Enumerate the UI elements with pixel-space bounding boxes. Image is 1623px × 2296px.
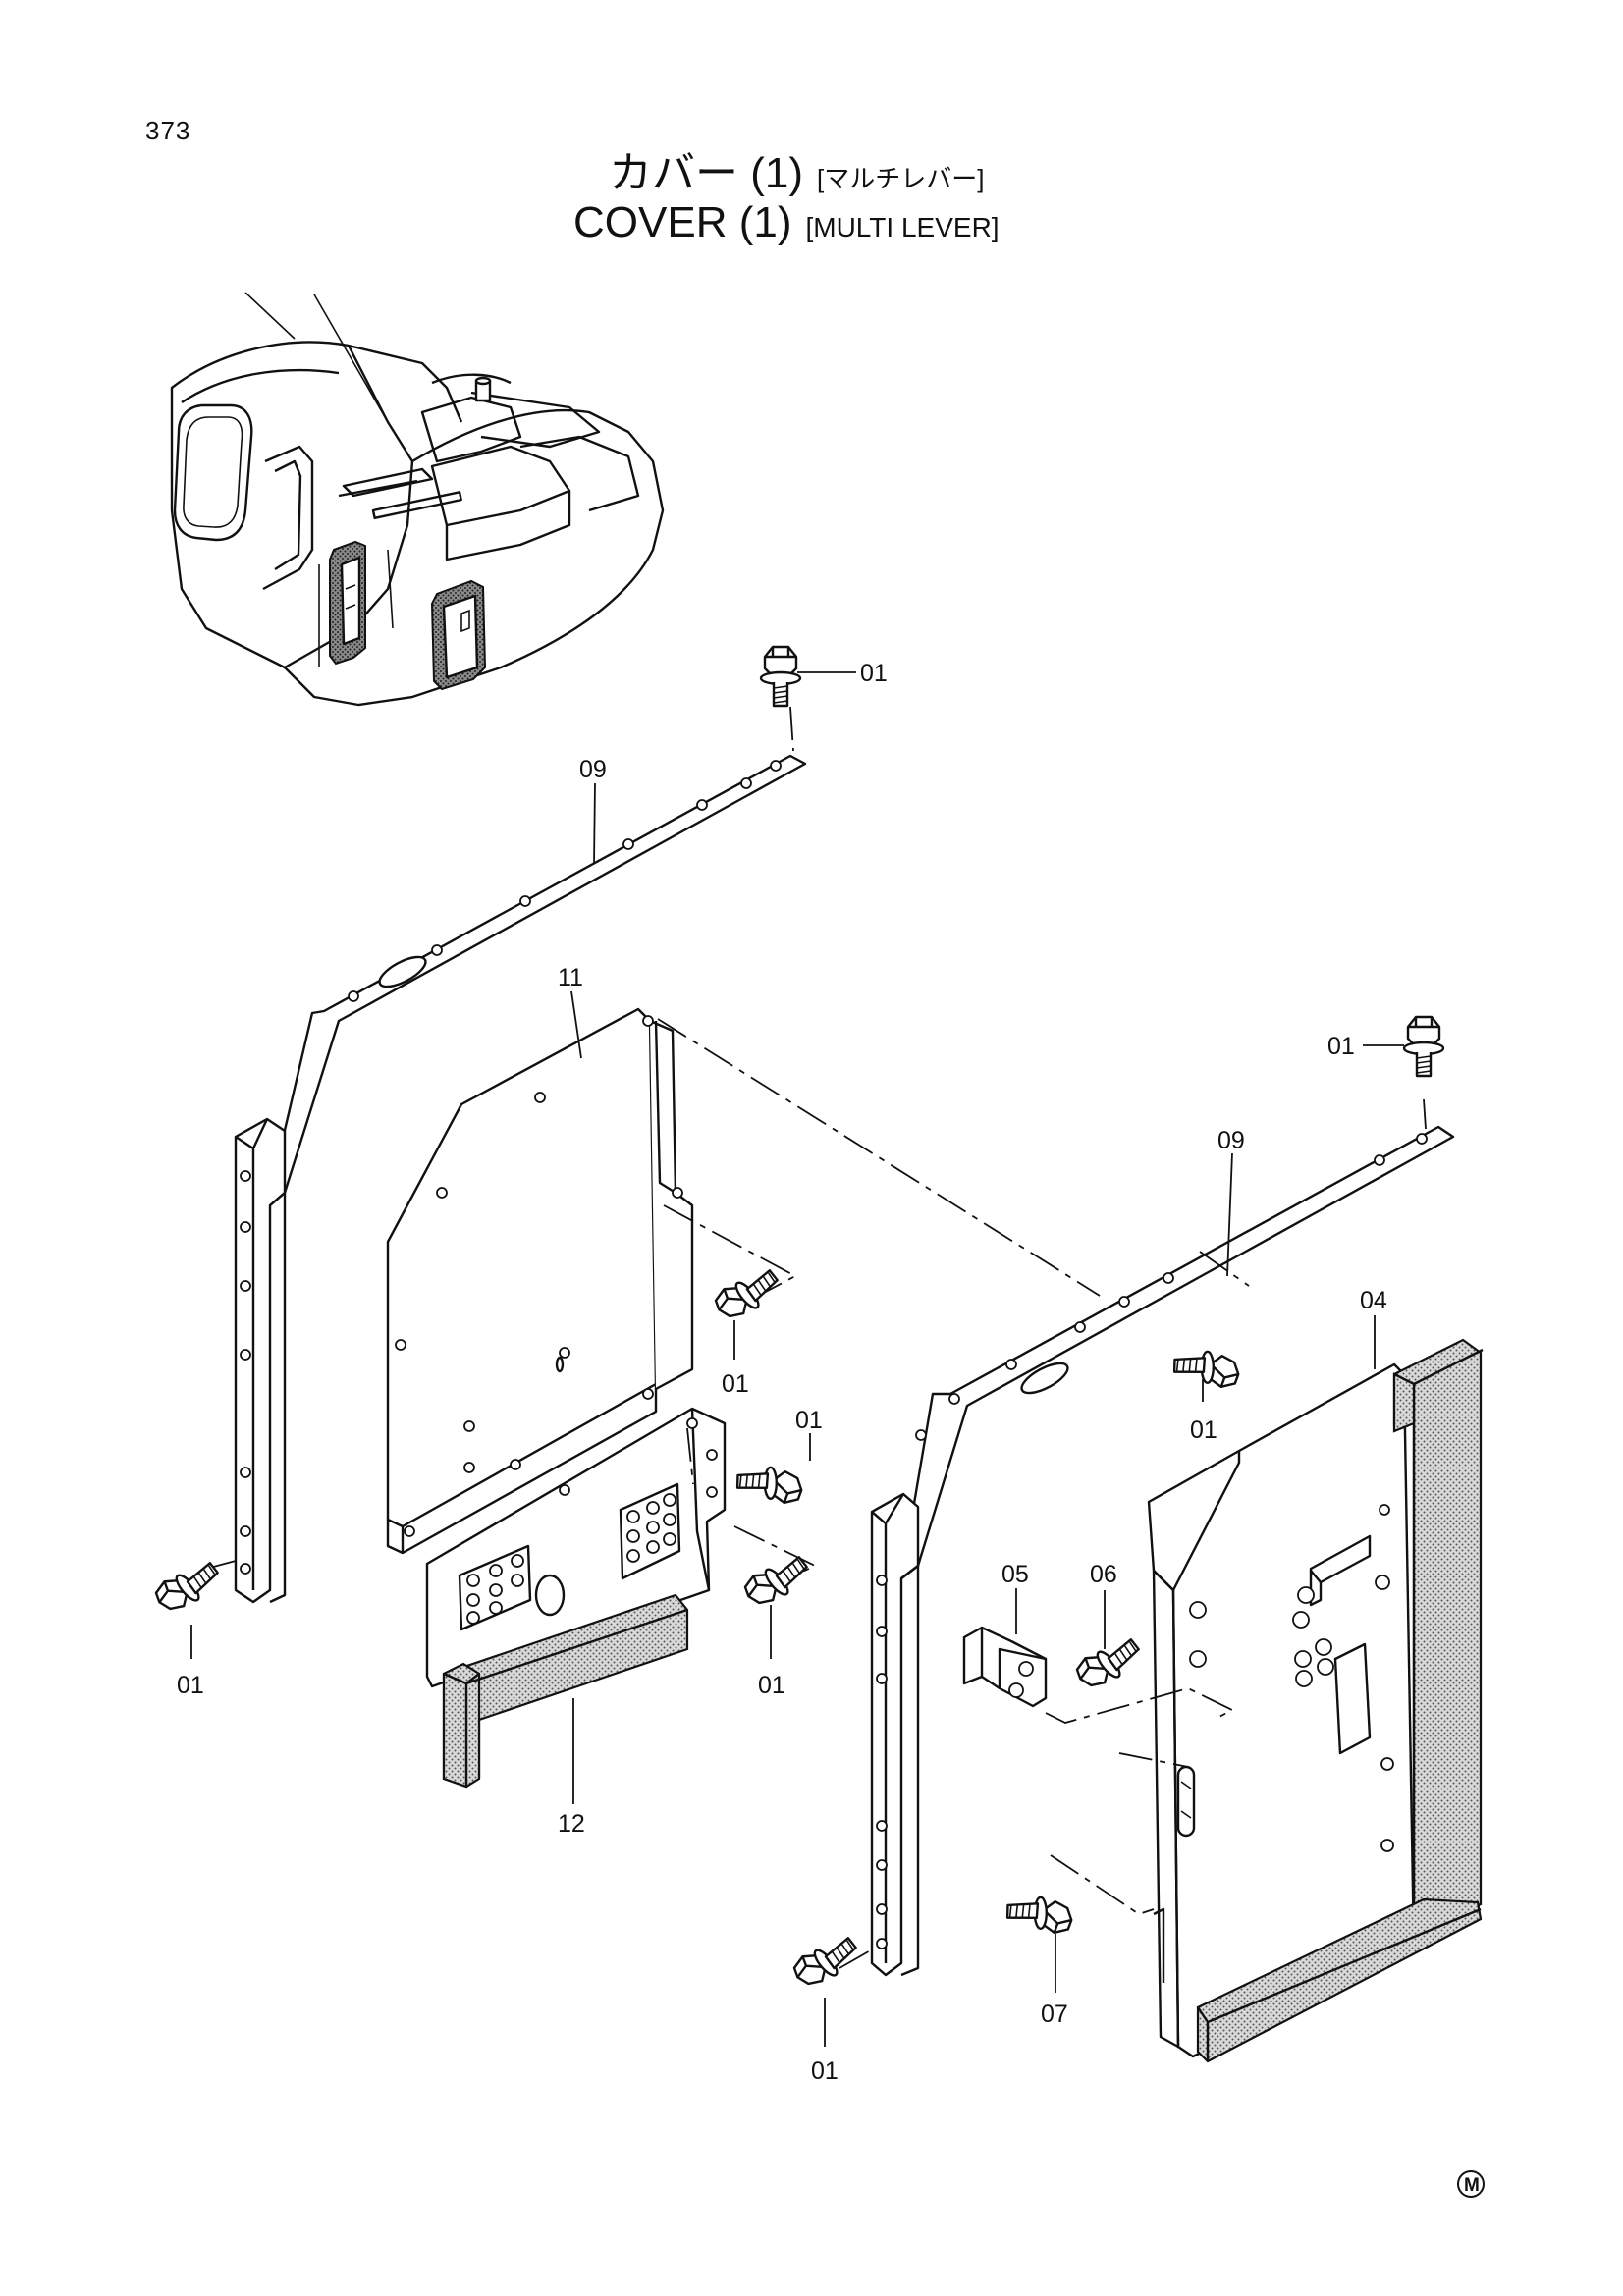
circled-m-mark: M [1457,2170,1485,2198]
footer-mark-text: M [1464,2175,1480,2196]
callout-01-top: 01 [860,660,888,687]
callout-leader-lines [190,671,1404,2047]
callout-09-right: 09 [1217,1127,1245,1154]
bracket-part-05 [962,1626,1048,1708]
alignment-lines [205,706,1427,1969]
title-jp-main: カバー (1) [609,149,803,197]
callout-01-right-top: 01 [1327,1033,1355,1060]
callout-labels: 01 09 11 01 09 04 01 01 01 01 01 05 06 1… [177,660,1387,2085]
callout-09-left: 09 [579,756,607,783]
title-en-main: COVER (1) [573,198,792,246]
callout-12: 12 [558,1810,585,1838]
rail-part-09-right [870,1125,1455,1977]
callout-01-mid-d: 01 [758,1672,785,1699]
cover-panel-part-04 [1147,1338,1484,2063]
callout-06: 06 [1090,1561,1117,1588]
title-jp-sub: [マルチレバー] [817,164,985,193]
page-number: 373 [145,116,191,145]
callout-01-left-bottom: 01 [177,1672,204,1699]
callout-01-bottom: 01 [811,2057,839,2085]
machine-overview-illustration [170,292,665,707]
plate-part-11 [386,1007,694,1555]
callout-05: 05 [1001,1561,1029,1588]
title-en-sub: [MULTI LEVER] [805,212,1000,242]
switch-panel-with-foam-part-12 [425,1407,727,1789]
callout-07: 07 [1041,2001,1068,2028]
callout-11: 11 [558,964,583,991]
callout-01-mid-a: 01 [722,1370,749,1398]
callout-01-mid-b: 01 [1190,1416,1217,1444]
rail-part-09-left [234,754,807,1604]
title-english: COVER (1) [MULTI LEVER] [573,198,1000,247]
callout-01-mid-c: 01 [795,1407,823,1434]
title-japanese: カバー (1) [マルチレバー] [609,137,984,200]
callout-04: 04 [1360,1287,1387,1314]
